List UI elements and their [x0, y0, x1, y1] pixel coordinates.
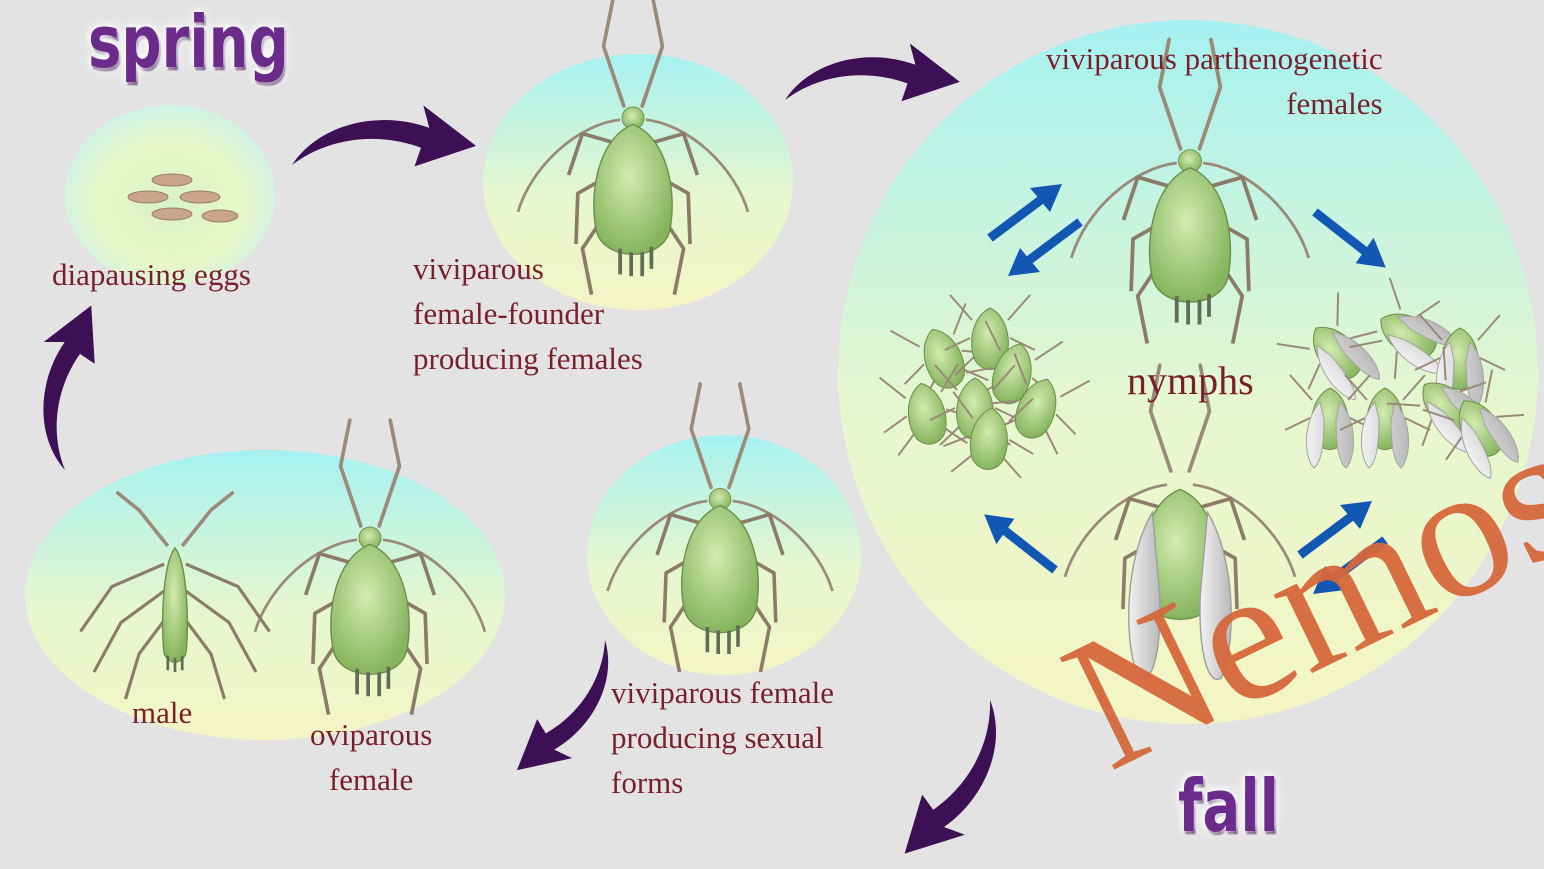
curved-arrow-icon	[781, 39, 961, 111]
oviparous-label: oviparous female	[310, 712, 432, 802]
sexual-producer-label: viviparous female producing sexual forms	[611, 670, 834, 805]
founder-label: viviparous female-founder producing fema…	[413, 246, 643, 381]
nymphs-label: nymphs	[1127, 356, 1254, 406]
curved-arrow-icon	[288, 101, 478, 177]
spring-title: spring	[88, 6, 289, 78]
fall-title: fall	[1178, 770, 1279, 842]
curved-arrow-icon	[22, 299, 104, 472]
curved-arrow-icon	[892, 694, 1029, 869]
eggs-label: diapausing eggs	[52, 252, 251, 297]
male-label: male	[132, 690, 192, 735]
parthenogenetic-label: viviparous parthenogenetic females	[1046, 36, 1383, 126]
